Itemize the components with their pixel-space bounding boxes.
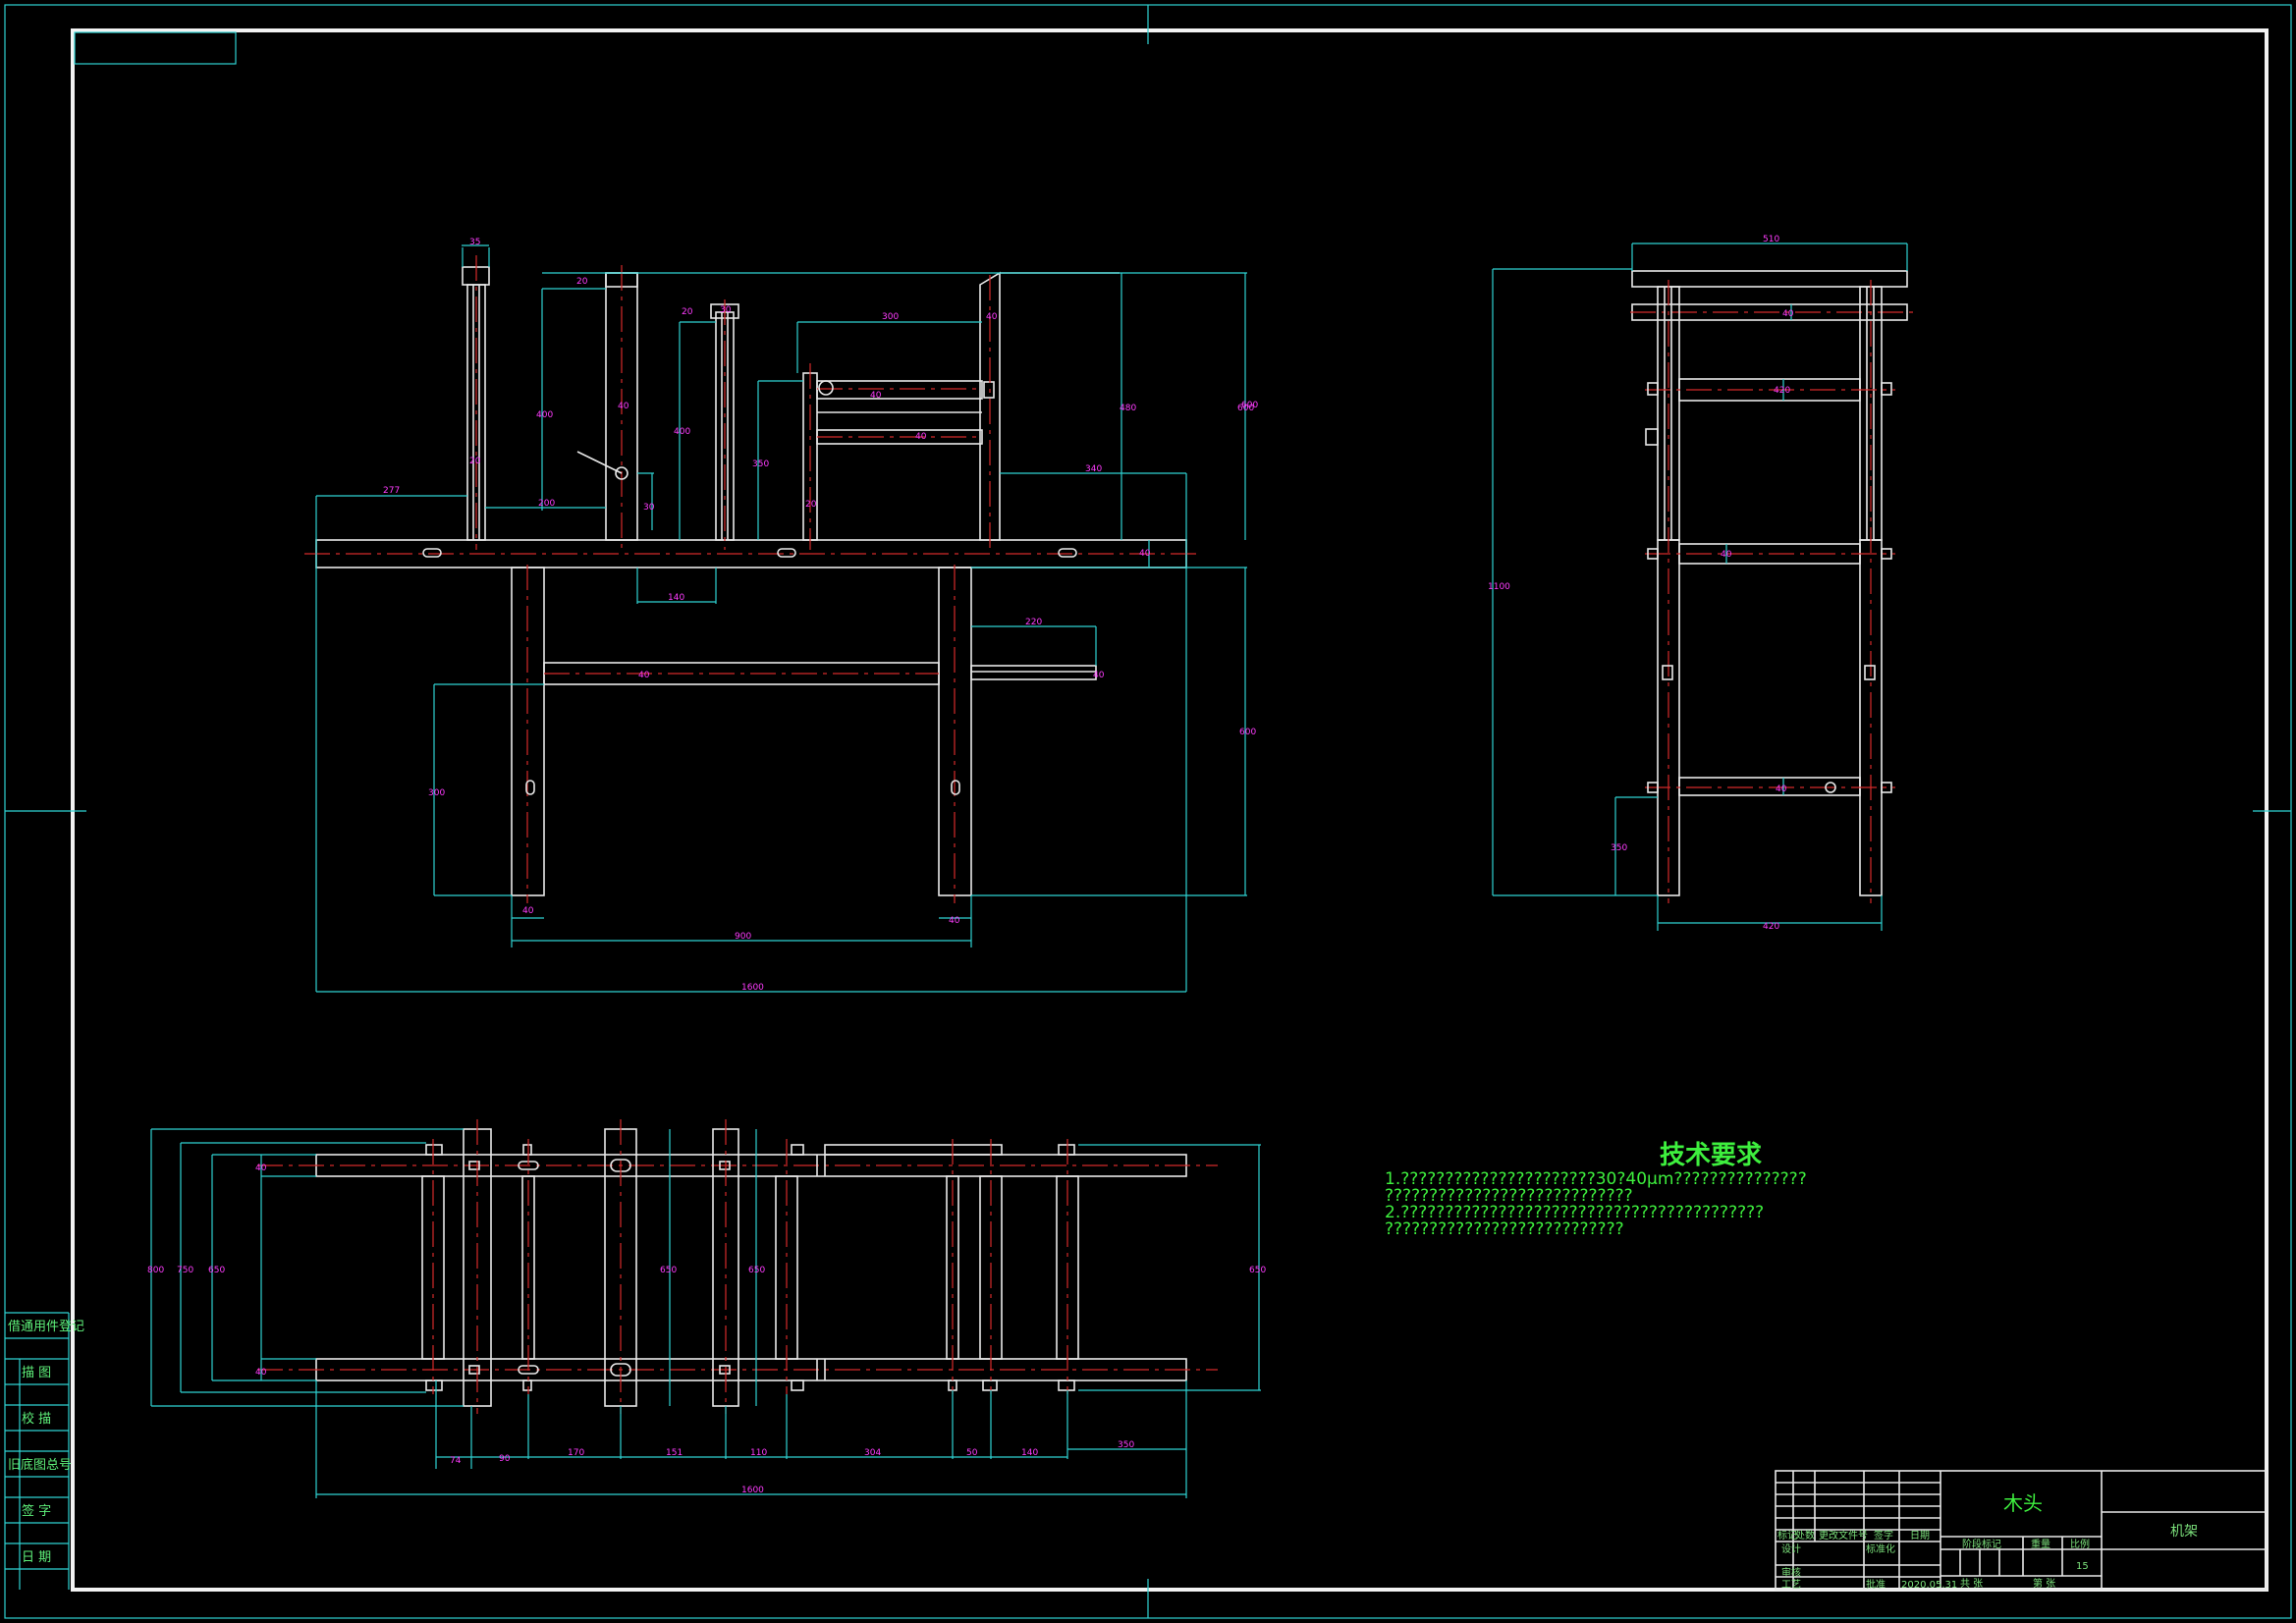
dim-front-16: 30 [643, 503, 655, 513]
dim-top-2: 650 [208, 1266, 225, 1275]
revision-header-2: 更改文件号 [1819, 1529, 1868, 1542]
dim-front-23: 340 [1085, 464, 1102, 474]
material-label: 木头 [2003, 1491, 2043, 1515]
technical-requirements: 技术要求 1.??????????????????????30?40μm????… [1385, 1141, 1807, 1239]
front-view: 35 20 20 400 20 40 400 30 300 40 40 350 … [304, 238, 1258, 993]
dim-front-27: 600 [1239, 728, 1256, 737]
title-block: 标记 处数 更改文件号 签字 日期 设计 标准化 审核 工艺 批准 2020.0… [1775, 1470, 2268, 1591]
dim-front-29: 40 [949, 916, 960, 926]
sidebar-item-1: 描 图 [22, 1366, 51, 1380]
sheet-number: 第 张 [2033, 1577, 2055, 1590]
dim-front-6: 400 [674, 427, 690, 437]
side-view: 510 40 420 40 40 1100 350 420 [1488, 235, 1915, 932]
tech-req-line-1: ???????????????????????????? [1385, 1186, 1633, 1206]
dim-side-5: 1100 [1488, 582, 1510, 592]
weight-label: 重量 [2031, 1538, 2050, 1550]
revision-header-0: 标记 [1777, 1530, 1797, 1542]
role-process-note: 批准 [1866, 1578, 1886, 1591]
role-review: 审核 [1781, 1566, 1801, 1579]
dim-top-0: 800 [147, 1266, 164, 1275]
stage-label: 阶段标记 [1962, 1538, 2001, 1550]
sidebar-item-4: 签 字 [22, 1503, 51, 1519]
tech-req-line-2: 2.??????????????????????????????????????… [1385, 1203, 1764, 1222]
sheet-frame [4, 4, 2292, 1619]
scale-value: 15 [2076, 1561, 2089, 1572]
revision-header-4: 日期 [1910, 1530, 1930, 1542]
dim-front-14: 40 [915, 432, 927, 442]
dim-front-5: 40 [618, 402, 629, 411]
dim-top-6: 650 [748, 1266, 765, 1275]
dim-front-24: 220 [1025, 618, 1042, 627]
dim-top-1: 750 [177, 1266, 193, 1275]
dim-front-8: 300 [882, 312, 899, 322]
tech-req-title: 技术要求 [1660, 1141, 1762, 1170]
role-design-note: 标准化 [1866, 1542, 1895, 1555]
dim-top-7: 650 [1249, 1266, 1266, 1275]
role-process: 工艺 [1781, 1579, 1801, 1591]
dim-top-12: 110 [750, 1448, 767, 1458]
dim-top-8: 74 [450, 1456, 462, 1466]
revision-header-1: 处数 [1795, 1529, 1815, 1542]
dim-front-31: 1600 [741, 983, 764, 993]
dim-front-26: 300 [428, 788, 445, 798]
tech-req-line-0: 1.??????????????????????30?40μm?????????… [1385, 1169, 1807, 1189]
dim-front-25: 40 [1093, 671, 1105, 680]
tech-req-line-3: ??????????????????????????? [1385, 1219, 1624, 1239]
dim-front-18: 200 [538, 499, 555, 509]
dim-side-0: 510 [1763, 235, 1779, 244]
sheet-total: 共 张 [1960, 1578, 1983, 1590]
dim-front-7: 30 [720, 305, 732, 315]
dim-top-11: 151 [666, 1448, 683, 1458]
drawing-name: 机架 [2170, 1524, 2198, 1540]
revision-header-3: 签字 [1874, 1529, 1893, 1542]
dim-front-15: 20 [805, 500, 817, 510]
dim-front-11: 350 [752, 460, 769, 469]
dim-side-4: 40 [1776, 784, 1787, 794]
dim-side-7: 420 [1763, 922, 1779, 932]
dim-top-15: 140 [1021, 1448, 1038, 1458]
sidebar-item-5: 日 期 [22, 1550, 51, 1565]
dim-side-3: 40 [1721, 550, 1732, 560]
dim-front-13: 600 [1237, 404, 1254, 413]
dim-front-9: 40 [986, 312, 998, 322]
dim-top-9: 90 [499, 1454, 511, 1464]
dim-front-2: 20 [682, 307, 693, 317]
dim-front-30: 900 [735, 932, 751, 942]
dim-side-1: 40 [1782, 309, 1794, 319]
dim-front-3: 400 [536, 410, 553, 420]
dim-front-1: 20 [576, 277, 588, 287]
dim-front-0: 35 [469, 238, 480, 247]
dim-top-14: 50 [966, 1448, 978, 1458]
dim-top-17: 1600 [741, 1486, 764, 1495]
dim-front-4: 20 [469, 457, 481, 466]
dim-top-3: 40 [255, 1163, 267, 1173]
dim-side-6: 350 [1611, 843, 1627, 853]
dim-front-10: 40 [870, 391, 882, 401]
sidebar-item-0: 借通用件登记 [8, 1320, 84, 1334]
dim-side-2: 420 [1774, 386, 1790, 396]
dim-top-16: 350 [1118, 1440, 1134, 1450]
dim-top-4: 40 [255, 1368, 267, 1378]
role-design: 设计 [1781, 1542, 1801, 1555]
dim-front-20: 40 [1139, 549, 1151, 559]
dim-top-5: 650 [660, 1266, 677, 1275]
dim-front-17: 277 [383, 486, 400, 496]
dim-top-10: 170 [568, 1448, 584, 1458]
sidebar-item-3: 旧底图总号 [8, 1457, 72, 1473]
dim-front-12: 480 [1120, 404, 1136, 413]
sidebar-item-2: 校 描 [22, 1411, 51, 1427]
scale-label: 比例 [2070, 1538, 2090, 1550]
sidebar-registration: 借通用件登记 描 图 校 描 旧底图总号 签 字 日 期 [5, 1312, 84, 1590]
dim-front-22: 40 [638, 671, 650, 680]
dim-front-28: 40 [522, 906, 534, 916]
drawing-date: 2020.05.31 [1901, 1580, 1957, 1591]
dim-front-19: 600 [1241, 401, 1258, 410]
dim-top-13: 304 [864, 1448, 881, 1458]
dim-front-21: 140 [668, 593, 684, 603]
top-view: 800 750 650 40 40 650 650 650 74 90 170 … [147, 1119, 1266, 1498]
